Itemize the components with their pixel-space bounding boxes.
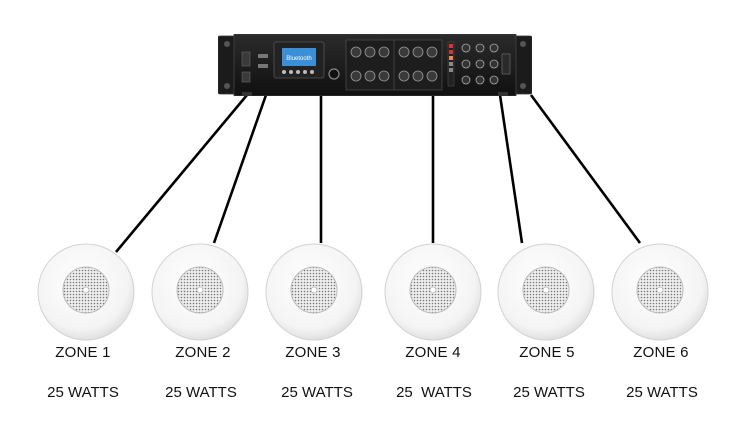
ceiling-speaker-zone-6 — [611, 243, 709, 341]
media-button — [303, 70, 307, 74]
zone-power-label: 25 WATTS — [513, 384, 585, 401]
sd-slot — [258, 64, 268, 68]
amplifier-unit: Bluetooth — [218, 34, 532, 96]
rack-screw-icon — [224, 41, 230, 47]
zone-label: ZONE 1 — [55, 344, 111, 361]
ceiling-speaker-zone-1 — [37, 243, 135, 341]
media-button — [296, 70, 300, 74]
selector-switch — [241, 71, 251, 83]
rack-screw-icon — [520, 41, 526, 47]
tone-knob-group — [461, 43, 511, 85]
wire-zone-1 — [115, 94, 248, 253]
zone-label: ZONE 4 — [405, 344, 461, 361]
media-button — [310, 70, 314, 74]
rack-screw-icon — [224, 83, 230, 89]
zone-label: ZONE 5 — [519, 344, 575, 361]
wire-zone-6 — [529, 94, 642, 244]
lcd-screen — [282, 48, 316, 66]
level-meter — [447, 41, 455, 87]
zone-power-label: 25 WATTS — [396, 384, 472, 401]
amp-foot — [498, 92, 508, 96]
zone-power-label: 25 WATTS — [165, 384, 237, 401]
mic-jack — [328, 68, 340, 80]
ceiling-speaker-zone-3 — [265, 243, 363, 341]
ceiling-speaker-zone-4 — [384, 243, 482, 341]
wire-zone-5 — [498, 94, 524, 244]
wire-zone-2 — [212, 94, 268, 244]
lcd-display-text: Bluetooth — [286, 56, 311, 62]
zone-power-label: 25 WATTS — [281, 384, 353, 401]
media-button — [289, 70, 293, 74]
zone-label: ZONE 2 — [175, 344, 231, 361]
zone-label: ZONE 6 — [633, 344, 689, 361]
zone-label: ZONE 3 — [285, 344, 341, 361]
volume-knob-group — [345, 39, 443, 91]
zone-power-label: 25 WATTS — [626, 384, 698, 401]
zone-power-label: 25 WATTS — [47, 384, 119, 401]
media-button — [282, 70, 286, 74]
ceiling-speaker-zone-2 — [151, 243, 249, 341]
ceiling-speaker-zone-5 — [497, 243, 595, 341]
usb-slot — [258, 54, 268, 58]
amp-foot — [242, 92, 252, 96]
rack-screw-icon — [520, 83, 526, 89]
power-switch — [241, 51, 251, 67]
